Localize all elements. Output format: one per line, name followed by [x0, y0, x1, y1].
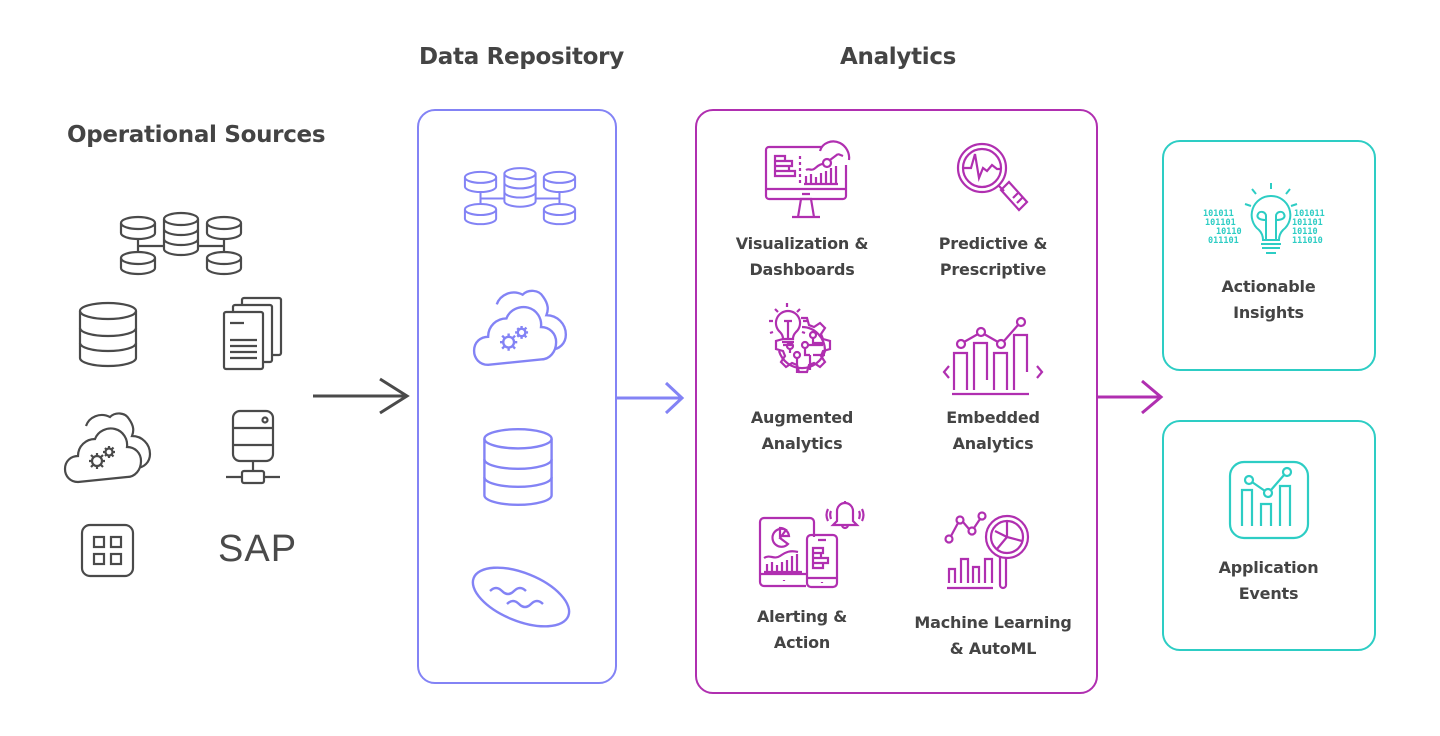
analytics-item-label: Predictive & Prescriptive — [938, 234, 1048, 279]
analytics-item-label: Machine Learning & AutoML — [914, 613, 1072, 658]
arrow-repository-to-analytics — [616, 381, 685, 415]
documents-icon — [222, 296, 283, 371]
binary-right-3: 111010 — [1292, 236, 1323, 246]
embedded-chart-icon — [942, 316, 1044, 396]
magnifier-pulse-icon — [956, 142, 1029, 212]
database-icon — [483, 428, 553, 507]
operational-sources-heading: Operational Sources — [67, 122, 326, 148]
analytics-box: Visualization & Dashboards Predictive & … — [695, 109, 1098, 694]
application-events-label: Application Events — [1218, 558, 1319, 603]
cloud-gears-icon — [63, 412, 152, 484]
gear-lightbulb-icon — [769, 303, 832, 374]
devices-bell-icon — [758, 501, 865, 589]
binary-left-0: 101011 — [1203, 209, 1234, 219]
database-icon — [78, 301, 138, 368]
analytics-item-label: Alerting & Action — [756, 607, 848, 652]
binary-right-1: 101101 — [1292, 218, 1323, 228]
analytics-heading: Analytics — [840, 44, 957, 70]
ml-chart-magnifier-icon — [944, 511, 1030, 590]
actionable-insights-label: Actionable Insights — [1221, 277, 1316, 322]
data-repository-heading: Data Repository — [419, 44, 624, 70]
arrow-sources-to-repository — [313, 377, 410, 415]
arrow-analytics-to-outputs — [1097, 379, 1164, 415]
analytics-item-label: Visualization & Dashboards — [735, 234, 869, 279]
app-grid-icon — [80, 523, 135, 578]
binary-lightbulb-icon: 101011 101101 10110 011101 101011 101101… — [1203, 183, 1325, 254]
dashboard-monitor-icon — [764, 140, 851, 219]
distributed-database-icon — [463, 167, 577, 226]
binary-left-1: 101101 — [1205, 218, 1236, 228]
binary-right-2: 10110 — [1292, 227, 1318, 237]
data-repository-box — [417, 109, 617, 684]
analytics-item-label: Augmented Analytics — [750, 408, 854, 453]
actionable-insights-box: 101011 101101 10110 011101 101011 101101… — [1162, 140, 1376, 371]
data-lake-icon — [471, 566, 571, 628]
analytics-item-label: Embedded Analytics — [946, 408, 1040, 453]
app-chart-icon — [1228, 460, 1310, 540]
binary-left-2: 10110 — [1216, 227, 1242, 237]
server-network-icon — [226, 409, 280, 485]
distributed-database-icon — [119, 211, 243, 276]
application-events-box: Application Events — [1162, 420, 1376, 651]
sap-logo: SAP — [218, 528, 298, 570]
cloud-gears-icon — [472, 289, 568, 367]
binary-left-3: 011101 — [1208, 236, 1239, 246]
binary-right-0: 101011 — [1294, 209, 1325, 219]
